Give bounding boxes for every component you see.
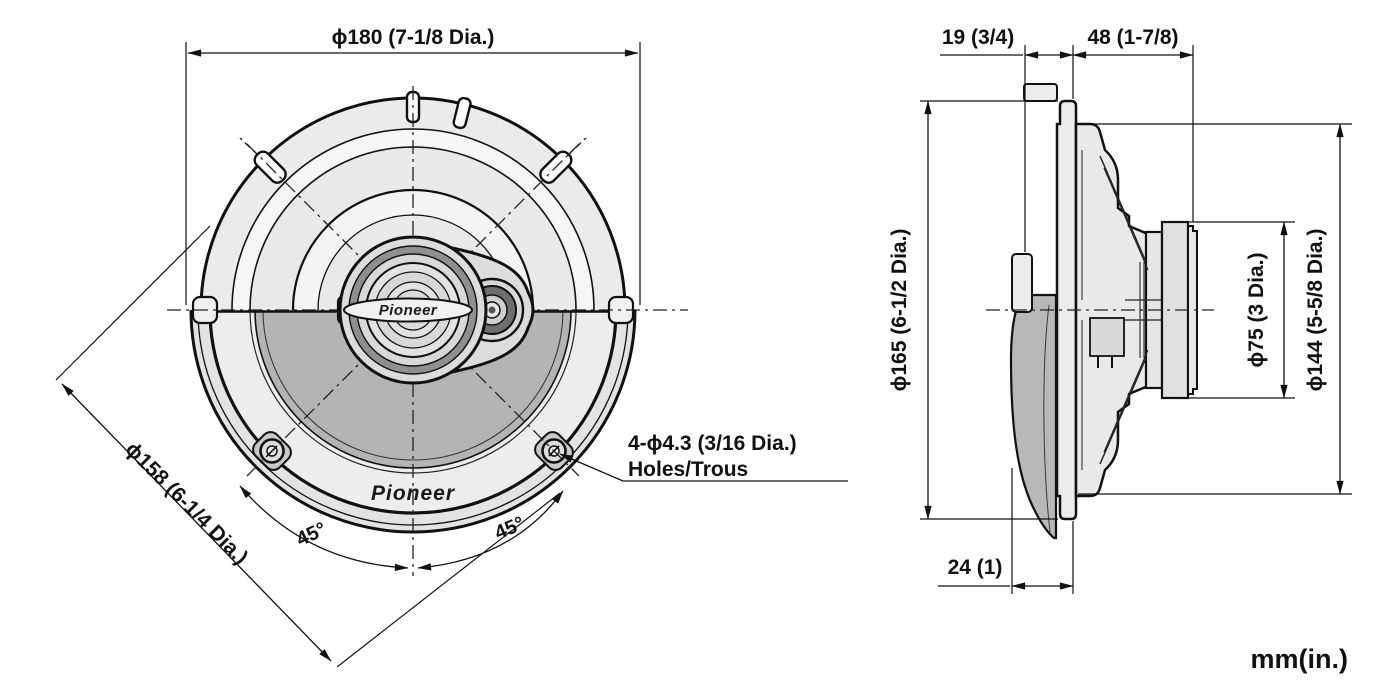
dim-depths-top: 19 (3/4) 48 (1-7/8): [940, 26, 1194, 252]
dim-frame-label: ϕ165 (6-1/2 Dia.): [888, 229, 911, 392]
dim-grille-depth: 24 (1): [938, 468, 1074, 594]
holes-note-line1: 4-ϕ4.3 (3/16 Dia.): [628, 432, 797, 455]
center-logo-band: [343, 297, 473, 323]
side-mounting-flange: [1055, 99, 1078, 521]
dim-magnet-label: ϕ75 (3 Dia.): [1245, 253, 1268, 368]
tweeter-assembly: Pioneer: [336, 235, 535, 385]
dim-outer-diameter-label: ϕ180 (7-1/8 Dia.): [332, 26, 495, 49]
dim-basket-label: ϕ144 (5-5/8 Dia.): [1304, 229, 1327, 392]
angle-left-label: 45°: [293, 518, 330, 551]
units-label: mm(in.): [1251, 644, 1349, 674]
dim-outer-diameter: ϕ180 (7-1/8 Dia.): [185, 26, 641, 305]
side-internal-details: [1081, 150, 1162, 470]
angle-right-label: 45°: [491, 512, 527, 544]
holes-callout: 4-ϕ4.3 (3/16 Dia.) Holes/Trous: [559, 432, 848, 482]
side-grille-rim-section: [1023, 83, 1058, 102]
dim-grille-depth-label: 24 (1): [948, 556, 1003, 579]
side-grille-dome-inner-line: [1043, 304, 1051, 533]
dim-mount-depth-label: 48 (1-7/8): [1087, 26, 1178, 49]
front-view: Pioneer: [55, 26, 848, 668]
pioneer-logo-center: Pioneer: [379, 302, 438, 319]
dim-front-depth-label: 19 (3/4): [942, 26, 1014, 49]
dim-frame-diameter: ϕ165 (6-1/2 Dia.): [888, 100, 1058, 520]
diagonal-axis-nw-se: [246, 143, 580, 477]
holes-note-line2: Holes/Trous: [628, 458, 748, 481]
dim-basket-diameter: ϕ144 (5-5/8 Dia.): [1078, 123, 1352, 495]
side-terminal-block: [1089, 317, 1125, 357]
diagonal-axis-sw-ne: [246, 143, 580, 477]
side-left-clip: [1011, 253, 1033, 313]
dim-bolt-circle-label: ϕ158 (6-1/4 Dia.): [121, 438, 252, 569]
dim-magnet-diameter: ϕ75 (3 Dia.): [1180, 221, 1295, 399]
side-view: 19 (3/4) 48 (1-7/8) ϕ165 (6-1/2 Dia.) ϕ1…: [888, 26, 1352, 594]
side-grille-dome: [1009, 293, 1058, 540]
